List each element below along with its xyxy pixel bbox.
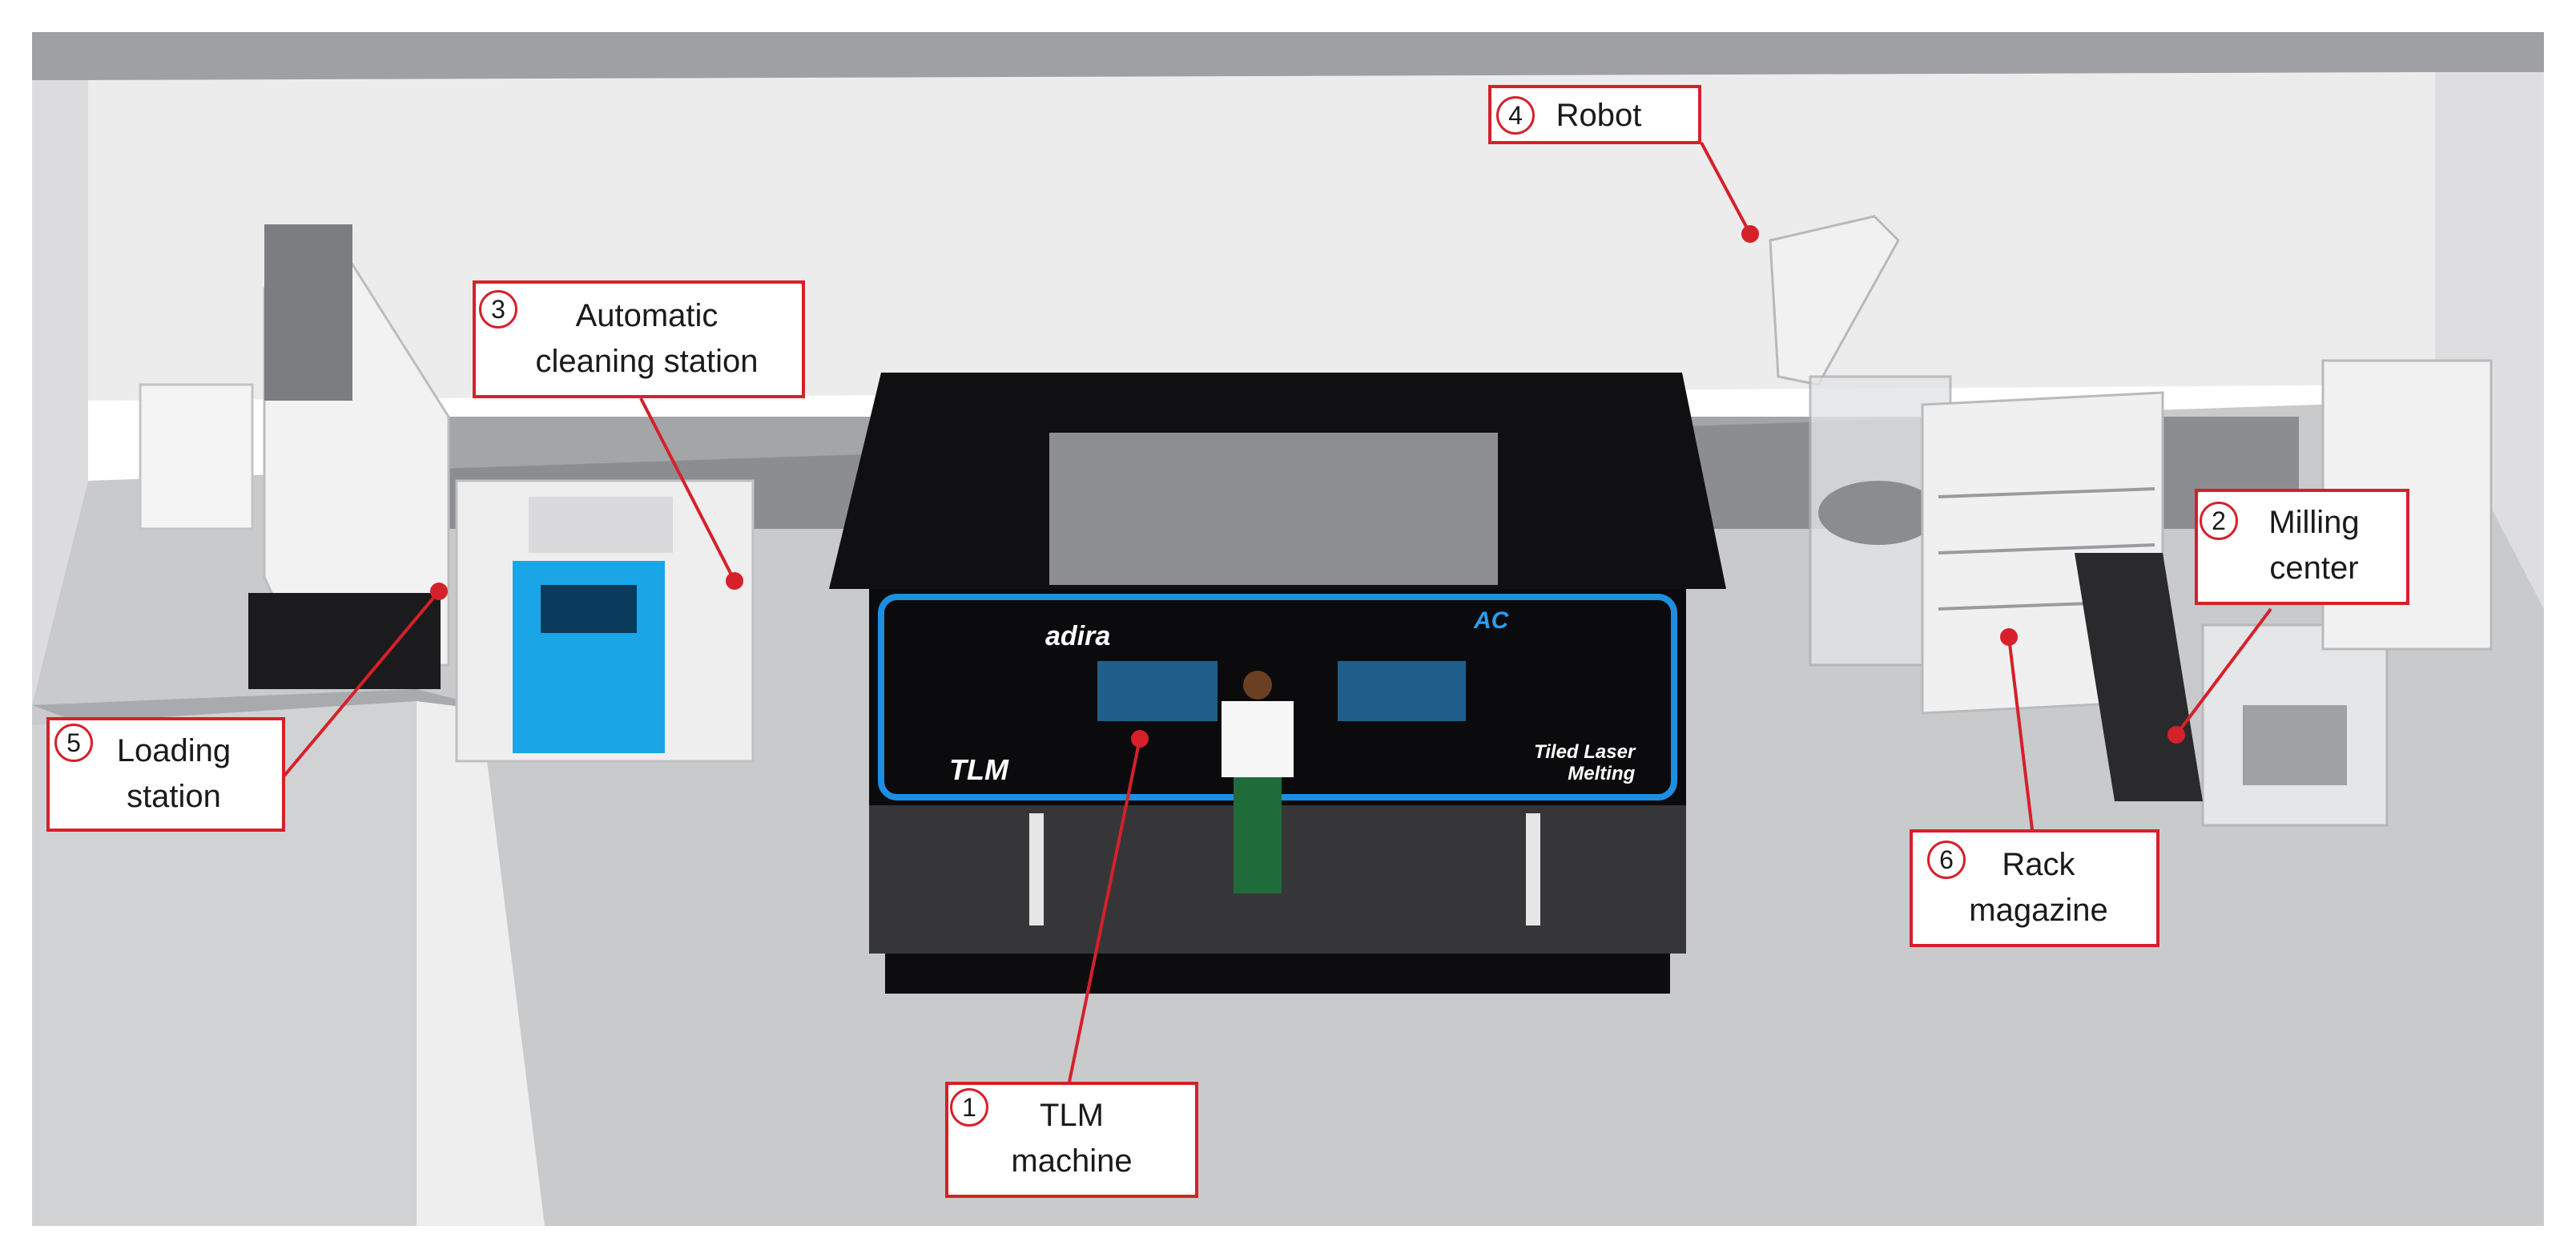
callout-number-badge: 1 <box>950 1088 988 1127</box>
callout-label: TLM machine <box>1011 1098 1133 1179</box>
callout-number-badge: 4 <box>1496 96 1535 135</box>
leader-line-cleaning-station <box>639 397 736 582</box>
callout-label: Loading station <box>116 733 231 814</box>
tlm-machine-pillar-right <box>1526 813 1540 925</box>
callout-number-badge: 5 <box>54 724 93 762</box>
callout-rack-magazine: 6 Rack magazine <box>1910 829 2159 947</box>
leader-dot-milling-center <box>2167 726 2185 744</box>
operator-head <box>1243 671 1272 700</box>
loading-station-glass <box>264 224 352 401</box>
callout-number-badge: 6 <box>1927 841 1966 879</box>
callout-robot: 4 Robot <box>1488 85 1701 144</box>
leader-dot-cleaning-station <box>726 572 743 590</box>
tlm-machine-viewport-left <box>1097 661 1218 721</box>
operator-shirt <box>1222 701 1294 777</box>
callout-loading-station: 5 Loading station <box>46 717 285 832</box>
rack-shelf-1 <box>1938 487 2155 498</box>
operator-pants <box>1234 777 1282 893</box>
partition-wall-side <box>417 701 545 1226</box>
tlm-model-text: TLM <box>949 753 1008 786</box>
outer-wall-top <box>32 32 2544 80</box>
leader-line-tlm-machine <box>1068 738 1141 1083</box>
callout-label: Automatic cleaning station <box>535 298 759 379</box>
callout-label: Milling center <box>2268 505 2360 586</box>
leader-dot-loading-station <box>430 583 448 600</box>
tlm-variant-text: AC <box>1474 607 1509 634</box>
milling-center-window <box>2243 705 2347 785</box>
callout-number-badge: 2 <box>2200 502 2238 540</box>
rack-shelf-2 <box>1938 543 2155 554</box>
tlm-machine-viewport-right <box>1338 661 1466 721</box>
callout-number-badge: 3 <box>479 290 517 329</box>
callout-cleaning-station: 3 Automatic cleaning station <box>473 280 805 398</box>
leader-line-rack-magazine <box>2007 636 2034 830</box>
cleaning-station-window <box>541 585 637 633</box>
callout-tlm-machine: 1 TLM machine <box>945 1082 1198 1198</box>
tlm-brand-text: adira <box>1045 621 1111 651</box>
cleaning-station-panel <box>529 497 673 553</box>
tlm-machine-window-top <box>1049 433 1498 585</box>
partition-wall <box>32 701 417 1226</box>
leader-line-loading-station <box>283 590 441 777</box>
left-wall <box>32 80 88 705</box>
tlm-machine-pillar-left <box>1029 813 1044 925</box>
leader-line-robot <box>1700 142 1752 235</box>
back-wall <box>80 72 2435 401</box>
tlm-machine-base <box>885 954 1670 994</box>
loading-station-base <box>248 593 441 689</box>
right-wall <box>2435 72 2544 609</box>
robot-base <box>1818 481 1938 545</box>
leader-dot-tlm-machine <box>1131 730 1149 748</box>
robot-arm <box>1769 215 1900 386</box>
leader-line-milling-center <box>2175 607 2272 736</box>
callout-label: Rack magazine <box>1969 847 2108 928</box>
loading-station-cabinet <box>139 383 254 530</box>
leader-dot-robot <box>1741 225 1759 243</box>
callout-label: Robot <box>1556 98 1642 133</box>
tlm-product-text: Tiled Laser Melting <box>1534 741 1636 784</box>
leader-dot-rack-magazine <box>2000 628 2018 646</box>
callout-milling-center: 2 Milling center <box>2195 489 2409 605</box>
